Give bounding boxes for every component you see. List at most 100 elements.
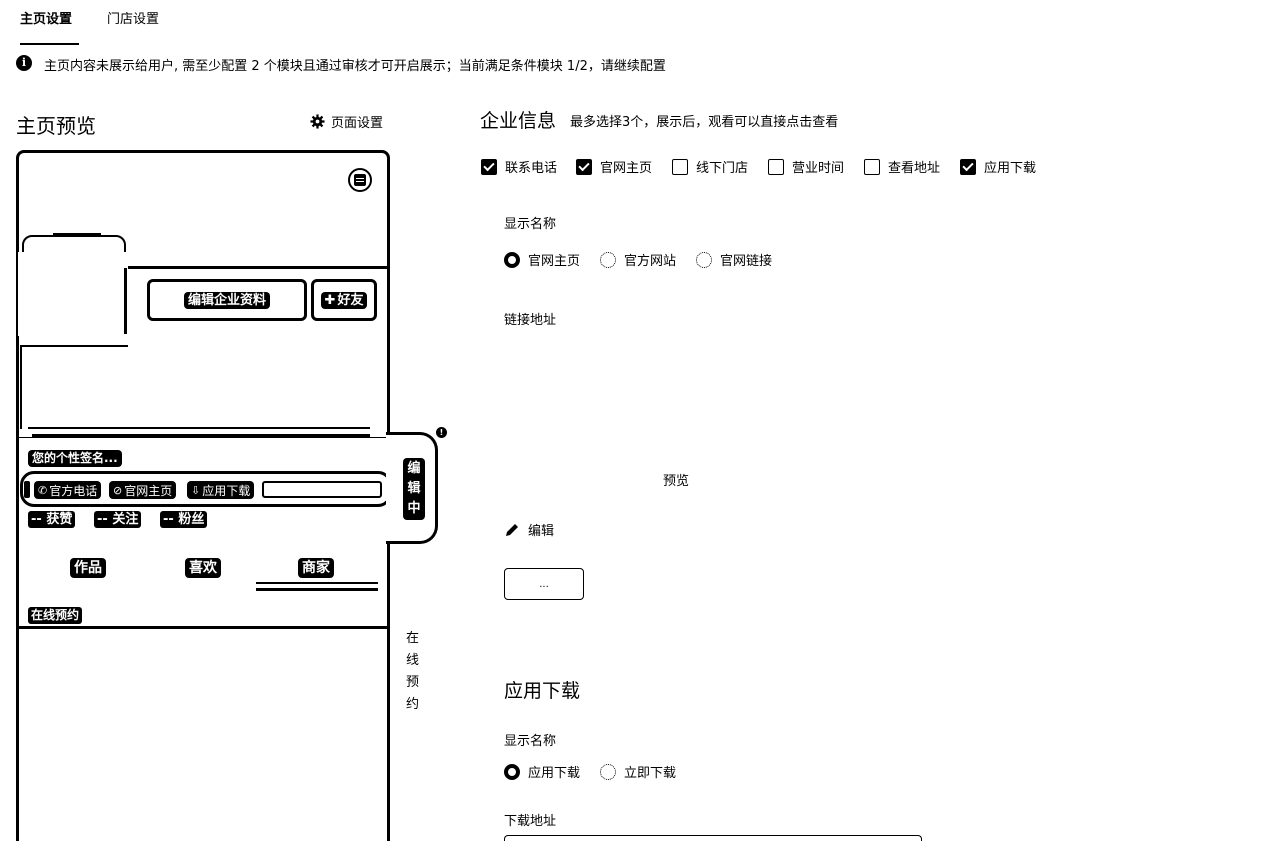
edit-company-profile-label: 编辑企业资料 (183, 291, 270, 309)
add-friend-pill: ✚好友 (320, 291, 368, 309)
edit-link-label: 编辑 (528, 524, 555, 539)
radio-icon (600, 763, 616, 780)
name-underline-1 (28, 427, 370, 429)
small-action-button[interactable]: ... (504, 568, 584, 600)
online-booking-chip: 在线预约 (28, 607, 83, 624)
pencil-icon (506, 523, 518, 536)
page-settings-button[interactable]: 页面设置 (310, 112, 383, 131)
checkbox-label: 应用下载 (984, 161, 1037, 176)
merchant-tab-indicator (256, 582, 378, 584)
tag-app-download[interactable]: ⇩应用下载 (187, 481, 255, 499)
checkbox-business-hours[interactable]: 营业时间 (768, 157, 844, 176)
checkbox-view-address[interactable]: 查看地址 (864, 157, 940, 176)
editing-badge[interactable] (386, 432, 438, 544)
app-display-name-label: 显示名称 (504, 734, 557, 749)
active-tab-indicator (20, 43, 79, 45)
checkbox-icon (576, 158, 592, 175)
radio-icon (600, 251, 616, 268)
radio-icon (504, 763, 520, 780)
avatar-edge (124, 268, 127, 334)
profile-tab-likes[interactable]: 喜欢 (185, 558, 221, 578)
checkbox-offline-store[interactable]: 线下门店 (672, 157, 748, 176)
tag-website-label: 官网主页 (124, 483, 173, 498)
add-friend-label: 好友 (337, 292, 364, 308)
company-info-title: 企业信息 (480, 110, 557, 132)
signature-text[interactable]: 您的个性签名... (28, 450, 122, 467)
editing-char-1: 编 (407, 461, 421, 476)
radio-label: 应用下载 (528, 766, 581, 781)
tag-phone-label: 官方电话 (49, 483, 98, 498)
checkbox-icon (768, 158, 784, 175)
avatar-top (53, 233, 101, 235)
edit-company-profile-button[interactable]: 编辑企业资料 (147, 279, 307, 321)
gear-icon (310, 114, 325, 129)
online-booking-side-tab[interactable]: 在线预约 (406, 631, 420, 712)
checkbox-icon (672, 158, 688, 175)
radio-official-homepage[interactable]: 官网主页 (504, 250, 580, 269)
notice-text: 主页内容未展示给用户, 需至少配置 2 个模块且通过审核才可开启展示；当前满足条… (44, 59, 666, 74)
phone-icon: ✆ (38, 483, 48, 497)
download-url-input[interactable] (504, 835, 922, 841)
link-address-label: 链接地址 (504, 313, 557, 328)
edit-link-button[interactable]: 编辑 (504, 520, 554, 539)
radio-label: 官网链接 (720, 254, 773, 269)
profile-tab-works[interactable]: 作品 (70, 558, 106, 578)
checkbox-icon (960, 158, 976, 175)
header-divider (18, 437, 386, 438)
checkbox-icon (481, 158, 497, 175)
info-icon: i (16, 55, 32, 71)
radio-app-download[interactable]: 应用下载 (504, 762, 580, 781)
download-url-label: 下载地址 (504, 814, 557, 829)
editing-badge-text: 编 辑 中 (403, 458, 425, 520)
checkbox-website[interactable]: 官网主页 (576, 157, 652, 176)
preview-title: 主页预览 (16, 114, 96, 138)
booking-divider (18, 626, 388, 629)
add-friend-button[interactable]: ✚好友 (311, 279, 377, 321)
plus-icon: ✚ (324, 292, 336, 308)
radio-icon (696, 251, 712, 268)
profile-tab-merchant[interactable]: 商家 (298, 558, 334, 578)
tag-app-download-label: 应用下载 (202, 483, 251, 498)
checkbox-label: 营业时间 (792, 161, 845, 176)
small-action-label: ... (539, 578, 549, 590)
cover-divider (18, 266, 388, 269)
checkbox-label: 查看地址 (888, 161, 941, 176)
editing-char-3: 中 (407, 501, 421, 516)
warning-icon: ! (436, 427, 447, 438)
radio-official-site[interactable]: 官方网站 (600, 250, 676, 269)
tag-row-marker (24, 481, 30, 498)
avatar-mask (18, 252, 128, 336)
company-name-area (20, 345, 380, 429)
editing-char-2: 辑 (407, 481, 421, 496)
checkbox-icon (864, 158, 880, 175)
checkbox-label: 联系电话 (505, 161, 558, 176)
download-icon: ⇩ (191, 483, 201, 497)
radio-download-now[interactable]: 立即下载 (600, 762, 676, 781)
radio-label: 立即下载 (624, 766, 677, 781)
tag-website[interactable]: ⊘官网主页 (109, 481, 177, 499)
tag-placeholder (262, 481, 382, 498)
checkbox-label: 官网主页 (600, 161, 653, 176)
stat-likes: -- 获赞 (28, 511, 76, 528)
checkbox-contact-phone[interactable]: 联系电话 (481, 157, 557, 176)
tab-store-settings[interactable]: 门店设置 (107, 12, 160, 27)
company-info-hint: 最多选择3个，展示后，观看可以直接点击查看 (570, 115, 839, 130)
radio-official-link[interactable]: 官网链接 (696, 250, 772, 269)
merchant-tab-indicator-2 (256, 588, 378, 591)
app-download-title: 应用下载 (504, 680, 581, 702)
radio-label: 官网主页 (528, 254, 581, 269)
radio-label: 官方网站 (624, 254, 677, 269)
name-box-top (20, 345, 128, 347)
stat-followers: -- 粉丝 (160, 511, 208, 528)
name-underline-2 (32, 434, 370, 437)
stat-following: -- 关注 (94, 511, 142, 528)
tab-homepage-settings[interactable]: 主页设置 (20, 12, 73, 27)
menu-icon[interactable] (348, 168, 372, 192)
tag-phone[interactable]: ✆官方电话 (34, 481, 102, 499)
radio-icon (504, 251, 520, 268)
display-name-label: 显示名称 (504, 217, 557, 232)
link-preview-label: 预览 (663, 474, 690, 489)
link-icon: ⊘ (113, 483, 123, 497)
checkbox-app-download[interactable]: 应用下载 (960, 157, 1036, 176)
checkbox-label: 线下门店 (696, 161, 749, 176)
